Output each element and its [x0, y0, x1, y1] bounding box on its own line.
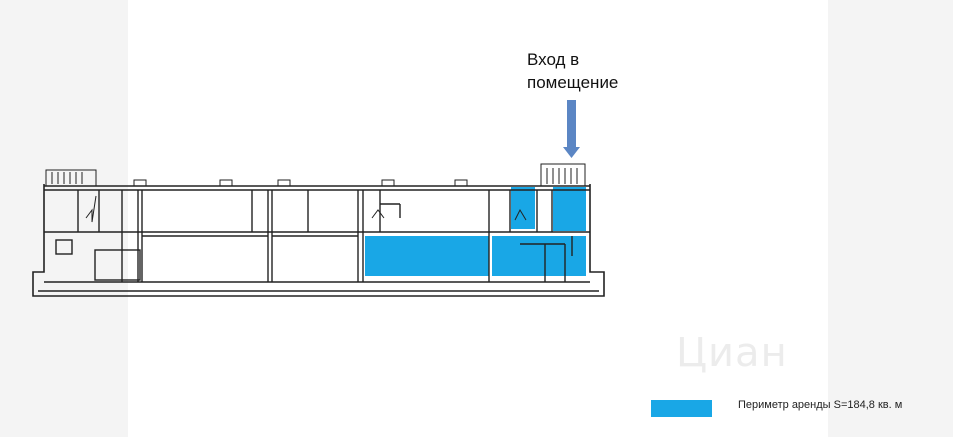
rented-room-small [511, 187, 535, 229]
entrance-label: Вход в помещение [527, 50, 619, 92]
rented-room-right [492, 236, 586, 276]
stair-blocks [45, 163, 586, 187]
legend-text: Периметр аренды S=184,8 кв. м [738, 399, 903, 411]
rented-room-entrance [553, 187, 586, 231]
stairs-icon [540, 163, 586, 187]
interior-stairs [85, 195, 527, 223]
rented-area [365, 187, 586, 276]
watermark: Циан [676, 330, 788, 376]
stairs-icon [85, 195, 97, 223]
arrow-down-icon [563, 100, 580, 158]
interior-walls [44, 190, 590, 282]
plan-sheet [128, 0, 828, 437]
stairs-icon [514, 208, 527, 221]
legend-swatch [651, 400, 712, 417]
rented-room-hall [365, 236, 489, 276]
stairs-icon [45, 169, 97, 187]
stairs-icon [371, 209, 385, 219]
outer-walls [32, 184, 605, 297]
